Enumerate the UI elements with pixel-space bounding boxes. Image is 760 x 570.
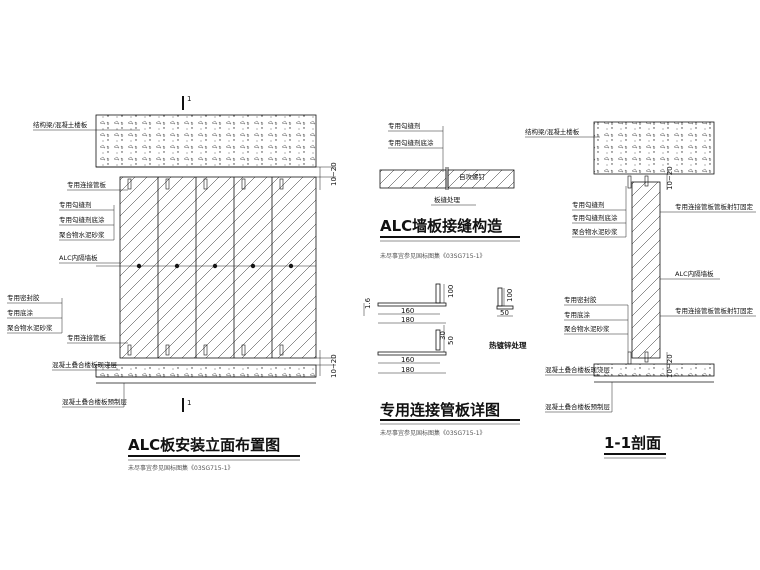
svg-text:1.6: 1.6 bbox=[364, 297, 372, 309]
svg-text:混凝土叠合楼板预制层: 混凝土叠合楼板预制层 bbox=[545, 402, 611, 411]
svg-text:专用底涂: 专用底涂 bbox=[564, 310, 591, 319]
plate-subtitle: 未尽事宜参见国标图集《03SG715-1》 bbox=[380, 429, 486, 437]
section-labels: 结构梁/混凝土楼板 专用勾缝剂 专用勾缝剂底涂 聚合物水泥砂浆 专用连接管板管板… bbox=[525, 127, 756, 413]
svg-text:160: 160 bbox=[401, 356, 414, 364]
svg-text:ALC内隔墙板: ALC内隔墙板 bbox=[675, 269, 714, 278]
joint-title: ALC墙板接缝构造 bbox=[380, 217, 502, 235]
svg-text:50: 50 bbox=[500, 309, 509, 317]
svg-text:专用勾缝剂: 专用勾缝剂 bbox=[388, 121, 421, 130]
svg-text:100: 100 bbox=[447, 285, 455, 298]
svg-text:专用连接管板管板射钉固定: 专用连接管板管板射钉固定 bbox=[675, 306, 754, 315]
svg-text:专用密封胶: 专用密封胶 bbox=[7, 293, 40, 302]
section-mark-number: 1 bbox=[187, 399, 191, 407]
svg-text:160: 160 bbox=[401, 307, 414, 315]
connection-points bbox=[96, 263, 316, 269]
svg-text:聚合物水泥砂浆: 聚合物水泥砂浆 bbox=[59, 230, 105, 239]
joint-subtitle: 未尽事宜参见国标图集《03SG715-1》 bbox=[380, 252, 486, 260]
section-wall-panel bbox=[631, 181, 661, 359]
connector-plates bbox=[127, 178, 284, 356]
svg-text:自攻螺钉: 自攻螺钉 bbox=[459, 172, 486, 181]
svg-text:180: 180 bbox=[401, 316, 414, 324]
section-title: 1-1剖面 bbox=[604, 434, 661, 452]
svg-text:专用底涂: 专用底涂 bbox=[7, 308, 34, 317]
elevation-labels: 结构梁/混凝土楼板 专用连接管板 专用勾缝剂 专用勾缝剂底涂 聚合物水泥砂浆 A… bbox=[7, 120, 140, 408]
joint-detail: 专用勾缝剂 专用勾缝剂底涂 自攻螺钉 板缝处理 ALC墙板接缝构造 未尽事宜参见… bbox=[379, 121, 520, 260]
galvanized-note: 热镀锌处理 bbox=[489, 340, 527, 350]
svg-text:50: 50 bbox=[447, 336, 455, 345]
svg-text:专用勾缝剂底涂: 专用勾缝剂底涂 bbox=[572, 213, 618, 222]
svg-text:10~20: 10~20 bbox=[330, 354, 338, 378]
svg-text:30: 30 bbox=[439, 331, 447, 340]
section-mark-number: 1 bbox=[187, 95, 191, 103]
svg-text:专用连接管板: 专用连接管板 bbox=[67, 180, 107, 189]
elevation-drawing: 1 1 bbox=[7, 95, 338, 472]
top-concrete-slab bbox=[95, 114, 317, 168]
dimension-top: 10~20 bbox=[316, 162, 338, 190]
svg-text:专用勾缝剂: 专用勾缝剂 bbox=[572, 200, 605, 209]
section-dimension-top: 10~20 bbox=[666, 166, 674, 190]
svg-text:180: 180 bbox=[401, 366, 414, 374]
section-mark-top: 1 bbox=[182, 95, 191, 110]
svg-text:板缝处理: 板缝处理 bbox=[434, 195, 461, 204]
svg-text:专用连接管板管板射钉固定: 专用连接管板管板射钉固定 bbox=[675, 202, 754, 211]
svg-text:ALC内隔墙板: ALC内隔墙板 bbox=[59, 253, 98, 262]
section-1-1: 10~20 10~20 结构梁/混凝土楼板 专用勾缝剂 专用勾缝剂底涂 聚合物水… bbox=[525, 121, 756, 459]
section-floor-cast bbox=[593, 363, 715, 377]
svg-text:聚合物水泥砂浆: 聚合物水泥砂浆 bbox=[564, 324, 610, 333]
svg-text:混凝土叠合楼板现浇层: 混凝土叠合楼板现浇层 bbox=[545, 365, 611, 374]
dimension-bottom: 10~20 bbox=[316, 350, 338, 378]
svg-text:聚合物水泥砂浆: 聚合物水泥砂浆 bbox=[572, 227, 618, 236]
svg-text:混凝土叠合楼板预制层: 混凝土叠合楼板预制层 bbox=[62, 397, 128, 406]
alc-wall-panels bbox=[119, 176, 317, 359]
svg-text:结构梁/混凝土楼板: 结构梁/混凝土楼板 bbox=[525, 127, 580, 136]
svg-text:100: 100 bbox=[506, 289, 514, 302]
svg-text:10~20: 10~20 bbox=[666, 354, 674, 378]
svg-text:专用勾缝剂: 专用勾缝剂 bbox=[59, 200, 92, 209]
section-dimension-bottom: 10~20 bbox=[666, 352, 674, 378]
section-top-slab bbox=[593, 121, 715, 175]
elevation-title: ALC板安装立面布置图 bbox=[128, 436, 280, 454]
svg-text:结构梁/混凝土楼板: 结构梁/混凝土楼板 bbox=[33, 120, 88, 129]
bottom-floor-cast bbox=[95, 364, 317, 378]
svg-text:专用勾缝剂底涂: 专用勾缝剂底涂 bbox=[388, 138, 434, 147]
svg-text:聚合物水泥砂浆: 聚合物水泥砂浆 bbox=[7, 323, 53, 332]
svg-text:专用连接管板: 专用连接管板 bbox=[67, 333, 107, 342]
elevation-subtitle: 未尽事宜参见国标图集《03SG715-1》 bbox=[128, 464, 234, 472]
svg-text:混凝土叠合楼板现浇层: 混凝土叠合楼板现浇层 bbox=[52, 360, 118, 369]
connector-plate-detail: 1.6 100 160 180 50 30 160 180 100 50 热镀锌… bbox=[363, 283, 527, 437]
svg-text:10~20: 10~20 bbox=[666, 166, 674, 190]
svg-text:专用勾缝剂底涂: 专用勾缝剂底涂 bbox=[59, 215, 105, 224]
svg-text:10~20: 10~20 bbox=[330, 162, 338, 186]
svg-text:专用密封胶: 专用密封胶 bbox=[564, 295, 597, 304]
joint-panel-left bbox=[379, 169, 447, 189]
plate-title: 专用连接管板详图 bbox=[380, 401, 500, 419]
section-mark-bottom: 1 bbox=[182, 398, 191, 412]
